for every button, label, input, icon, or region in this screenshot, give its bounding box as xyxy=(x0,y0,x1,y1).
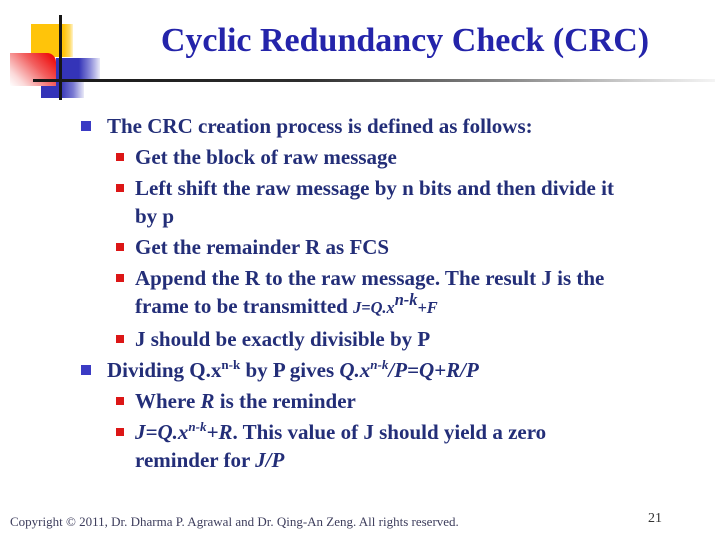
bullet-text: The CRC creation process is defined as f… xyxy=(107,112,533,140)
bullet-text-segment: J should be exactly divisible by P xyxy=(135,327,431,351)
bullet-text-segment: by P gives xyxy=(240,358,340,382)
bullet-square-red-icon xyxy=(116,428,124,436)
bullet-text: Get the remainder R as FCS xyxy=(135,233,389,261)
deco-vertical-line xyxy=(59,15,62,100)
bullet-text: Get the block of raw message xyxy=(135,143,397,171)
bullet-text: Left shift the raw message by n bits and… xyxy=(135,174,614,230)
bullet-item: Where R is the reminder xyxy=(81,387,697,415)
bullet-square-red-icon xyxy=(116,274,124,282)
bullet-text: Append the R to the raw message. The res… xyxy=(135,264,604,322)
deco-blue-square xyxy=(56,58,100,82)
bullet-text: Where R is the reminder xyxy=(135,387,356,415)
bullet-text-segment: . This value of J should yield a zero xyxy=(232,420,547,444)
deco-blue-square-lower xyxy=(41,82,84,98)
bullet-square-red-icon xyxy=(116,153,124,161)
bullet-item: Append the R to the raw message. The res… xyxy=(81,264,697,322)
bullet-item: J=Q.xn-k+R. This value of J should yield… xyxy=(81,418,697,474)
bullet-text-segment: n-k xyxy=(394,290,418,309)
bullet-square-red-icon xyxy=(116,243,124,251)
slide-title: Cyclic Redundancy Check (CRC) xyxy=(160,22,650,59)
bullet-text-segment: Left shift the raw message by n bits and… xyxy=(135,176,614,200)
bullet-text-segment: Append the R to the raw message. The res… xyxy=(135,266,605,290)
bullet-item: Left shift the raw message by n bits and… xyxy=(81,174,697,230)
page-number: 21 xyxy=(648,511,662,526)
bullet-square-red-icon xyxy=(116,335,124,343)
bullet-item: J should be exactly divisible by P xyxy=(81,325,697,353)
bullet-text-segment: n-k xyxy=(221,357,241,372)
bullet-item: Get the remainder R as FCS xyxy=(81,233,697,261)
bullet-text-segment: Q.x xyxy=(339,358,371,382)
bullet-square-blue-icon xyxy=(81,365,91,375)
bullet-text-segment: n-k xyxy=(188,419,207,434)
bullet-text-segment: J/P xyxy=(255,448,285,472)
bullet-item: Get the block of raw message xyxy=(81,143,697,171)
bullet-item: The CRC creation process is defined as f… xyxy=(81,112,697,140)
bullet-text-segment: Get the block of raw message xyxy=(135,145,397,169)
bullet-text-segment: R xyxy=(200,389,215,413)
bullet-text-segment: Dividing Q.x xyxy=(107,358,222,382)
bullet-square-blue-icon xyxy=(81,121,91,131)
bullet-text-segment: by p xyxy=(135,204,175,228)
bullet-text-segment: J=Q.x xyxy=(353,298,395,317)
bullet-text-segment: /P=Q+R/P xyxy=(388,358,479,382)
bullet-text-segment: is the reminder xyxy=(214,389,356,413)
bullet-text-segment: The CRC creation process is defined as f… xyxy=(107,114,533,138)
bullet-square-red-icon xyxy=(116,397,124,405)
bullet-text-segment: +R xyxy=(206,420,233,444)
deco-yellow-square xyxy=(31,24,73,57)
bullet-text-segment: +F xyxy=(417,298,438,317)
footer-copyright: Copyright © 2011, Dr. Dharma P. Agrawal … xyxy=(10,514,459,529)
bullet-text: J=Q.xn-k+R. This value of J should yield… xyxy=(135,418,546,474)
bullet-list: The CRC creation process is defined as f… xyxy=(81,112,697,477)
bullet-text-segment: n-k xyxy=(370,357,389,372)
bullet-text-segment: frame to be transmitted xyxy=(135,294,354,318)
bullet-text-segment: Where xyxy=(135,389,201,413)
bullet-text: J should be exactly divisible by P xyxy=(135,325,430,353)
bullet-text-segment: reminder for xyxy=(135,448,256,472)
bullet-item: Dividing Q.xn-k by P gives Q.xn-k/P=Q+R/… xyxy=(81,356,697,384)
bullet-text: Dividing Q.xn-k by P gives Q.xn-k/P=Q+R/… xyxy=(107,356,479,384)
bullet-text-segment: Get the remainder R as FCS xyxy=(135,235,390,259)
bullet-square-red-icon xyxy=(116,184,124,192)
bullet-text-segment: J=Q.x xyxy=(135,420,189,444)
title-underline-rule xyxy=(33,79,715,82)
